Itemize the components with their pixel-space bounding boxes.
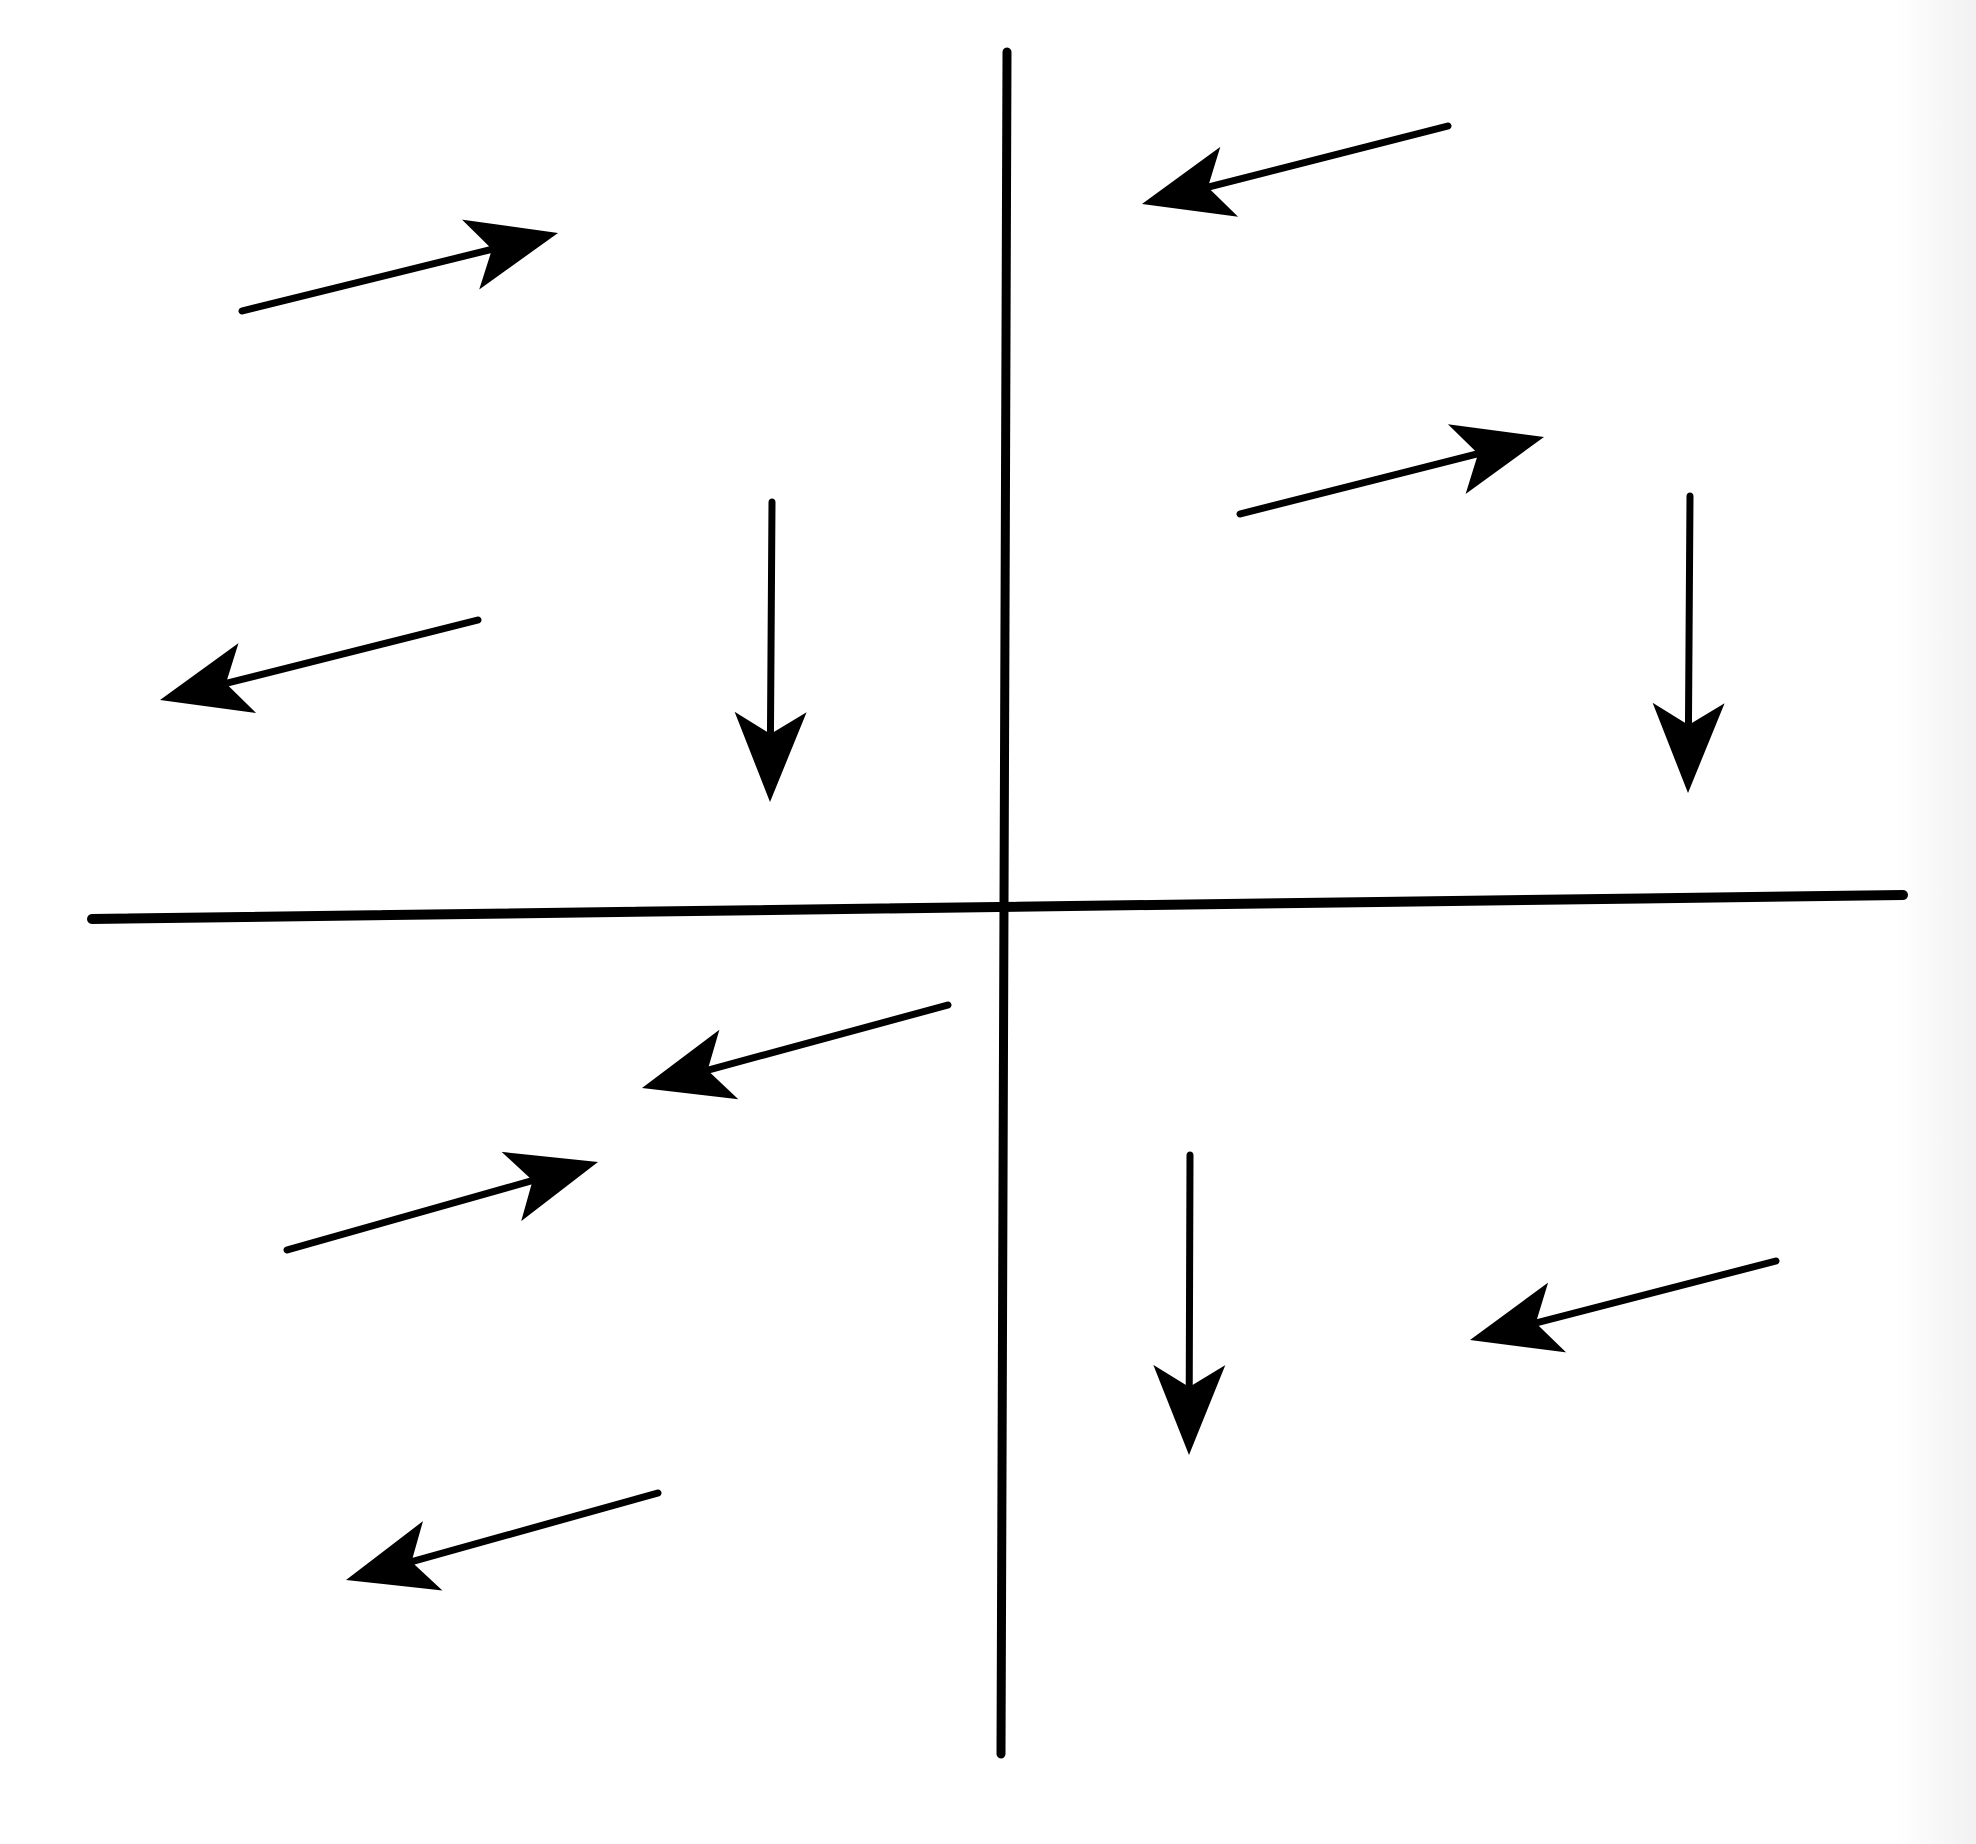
arrow-shaft <box>1532 1257 1780 1327</box>
vertical-axis <box>996 47 1012 1759</box>
arrow-lower-left-left-bottom <box>346 1489 662 1591</box>
arrow-upper-right-down <box>1652 492 1725 793</box>
arrowhead-left <box>1142 146 1239 217</box>
arrow-upper-right-left <box>1142 122 1452 217</box>
arrow-shaft <box>238 245 496 315</box>
arrowhead-left <box>346 1521 443 1591</box>
arrow-upper-left-right <box>238 219 558 315</box>
arrow-upper-left-left <box>160 616 482 713</box>
arrowhead-left <box>1470 1282 1567 1353</box>
arrow-shaft <box>283 1177 537 1254</box>
arrowhead-right <box>501 1151 598 1222</box>
arrow-lower-left-right <box>283 1151 598 1254</box>
arrow-shaft <box>1185 1151 1194 1391</box>
arrow-lower-left-left-top <box>642 1001 952 1100</box>
arrowhead-down <box>1153 1364 1226 1455</box>
arrowhead-left <box>160 643 257 713</box>
arrowhead-right <box>462 219 558 290</box>
arrow-shaft <box>1236 450 1482 518</box>
axes <box>87 47 1908 1759</box>
arrow-shaft <box>1684 492 1694 729</box>
arrow-upper-right-right <box>1236 424 1544 518</box>
arrow-shaft <box>704 1001 952 1074</box>
arrow-shaft <box>1204 122 1452 191</box>
arrow-shaft <box>408 1489 662 1566</box>
arrow-shaft <box>766 498 776 738</box>
arrowhead-right <box>1447 424 1544 494</box>
arrow-lower-right-down <box>1153 1151 1226 1455</box>
arrowhead-down <box>734 711 807 802</box>
arrowhead-left <box>642 1029 739 1100</box>
arrow-upper-left-down <box>734 498 807 802</box>
arrow-lower-right-left <box>1470 1257 1780 1353</box>
arrowhead-down <box>1652 702 1725 793</box>
arrow-shaft <box>222 616 482 687</box>
arrows <box>160 122 1780 1591</box>
horizontal-axis <box>87 890 1908 924</box>
